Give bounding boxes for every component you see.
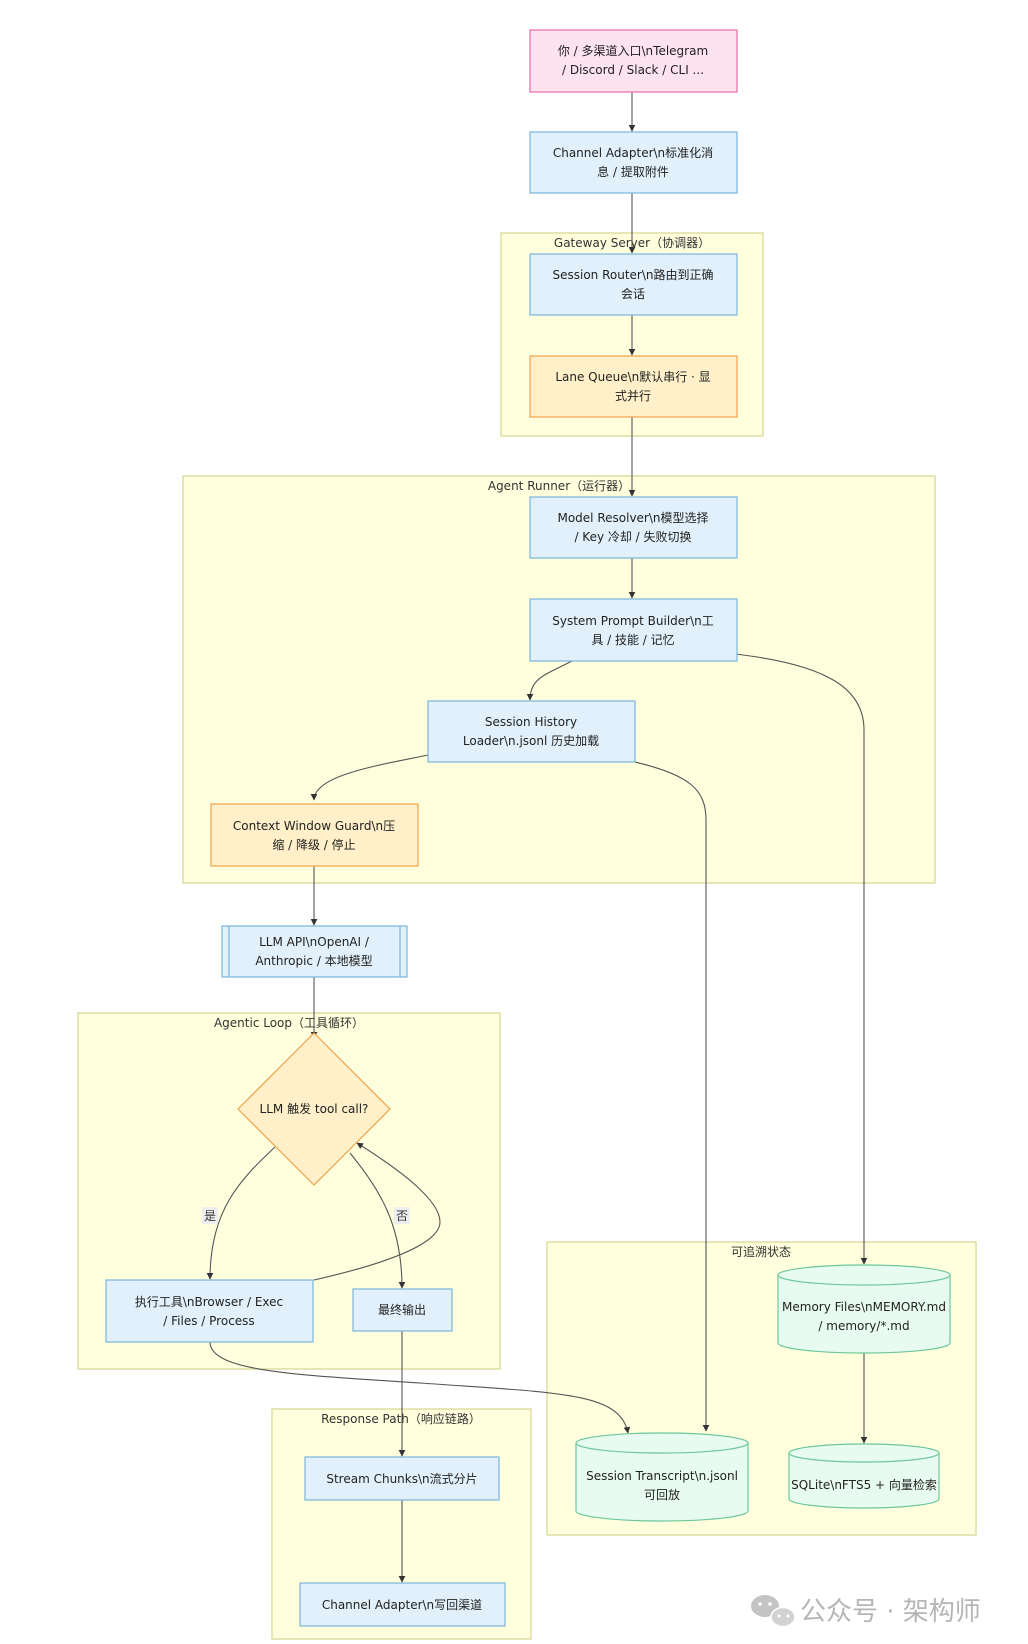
svg-text:SQLite\nFTS5 + 向量检索: SQLite\nFTS5 + 向量检索 — [791, 1477, 937, 1492]
svg-text:是: 是 — [204, 1209, 216, 1223]
group-label-traceable-state: 可追溯状态 — [731, 1244, 791, 1259]
watermark-text: 公众号 · 架构师 — [800, 1597, 981, 1627]
svg-text:System Prompt Builder\n工具 / 技能: System Prompt Builder\n工具 / 技能 / 记忆 — [552, 614, 714, 647]
wechat-icon — [751, 1595, 796, 1628]
edge-history-to-transcript — [634, 761, 710, 1432]
svg-text:你 / 多渠道入口\nTelegram/ Discord /: 你 / 多渠道入口\nTelegram/ Discord / Slack / C… — [558, 44, 708, 77]
node-you: 你 / 多渠道入口\nTelegram/ Discord / Slack / C… — [529, 29, 738, 93]
node-model-resolver: Model Resolver\n模型选择/ Key 冷却 / 失败切换 — [529, 496, 738, 559]
node-final-output: 最终输出 — [352, 1288, 453, 1332]
edge-prompt-to-history — [526, 660, 573, 701]
node-system-prompt-builder: System Prompt Builder\n工具 / 技能 / 记忆 — [529, 598, 738, 662]
group-label-response-path: Response Path（响应链路） — [321, 1411, 481, 1426]
node-stream-chunks: Stream Chunks\n流式分片 — [304, 1456, 500, 1501]
node-channel-adapter-in: Channel Adapter\n标准化消息 / 提取附件 — [529, 131, 738, 194]
svg-text:Channel Adapter\n标准化消息 / 提取附件: Channel Adapter\n标准化消息 / 提取附件 — [553, 146, 713, 179]
edge-exec-to-transcript — [209, 1341, 631, 1434]
node-context-window-guard: Context Window Guard\n压缩 / 降级 / 停止 — [210, 803, 419, 867]
edge-decision-to-exec — [206, 1146, 276, 1280]
node-session-router: Session Router\n路由到正确会话 — [529, 253, 738, 316]
node-lane-queue: Lane Queue\n默认串行 · 显式并行 — [529, 355, 738, 418]
svg-text:Stream Chunks\n流式分片: Stream Chunks\n流式分片 — [326, 1472, 477, 1486]
edge-decision-to-final — [349, 1152, 406, 1289]
svg-text:LLM API\nOpenAI /Anthropic / 本: LLM API\nOpenAI /Anthropic / 本地模型 — [255, 935, 372, 968]
edges — [206, 92, 868, 1583]
node-exec-tools: 执行工具\nBrowser / Exec/ Files / Process — [105, 1279, 314, 1343]
svg-text:Memory Files\nMEMORY.md/ memor: Memory Files\nMEMORY.md/ memory/*.md — [782, 1300, 946, 1333]
svg-text:Channel Adapter\n写回渠道: Channel Adapter\n写回渠道 — [322, 1598, 482, 1612]
watermark: 公众号 · 架构师 — [751, 1595, 981, 1628]
group-label-agent-runner: Agent Runner（运行器） — [488, 479, 630, 493]
svg-text:Session Router\n路由到正确会话: Session Router\n路由到正确会话 — [552, 267, 713, 301]
edge-prompt-to-memory — [734, 653, 868, 1265]
edge-label-no: 否 — [394, 1207, 410, 1224]
node-sqlite: SQLite\nFTS5 + 向量检索 — [788, 1443, 940, 1509]
group-label-agentic-loop: Agentic Loop（工具循环） — [214, 1016, 364, 1030]
svg-text:执行工具\nBrowser / Exec/ Files /: 执行工具\nBrowser / Exec/ Files / Process — [135, 1295, 283, 1328]
svg-text:Context Window Guard\n压缩 / 降级: Context Window Guard\n压缩 / 降级 / 停止 — [233, 819, 395, 852]
edge-label-yes: 是 — [202, 1207, 218, 1224]
svg-text:Lane Queue\n默认串行 · 显式并行: Lane Queue\n默认串行 · 显式并行 — [555, 369, 710, 403]
node-decision-tool-call: LLM 触发 tool call? — [237, 1032, 391, 1186]
node-llm-api: LLM API\nOpenAI /Anthropic / 本地模型 — [221, 925, 408, 978]
svg-text:Model Resolver\n模型选择/ Key 冷却 /: Model Resolver\n模型选择/ Key 冷却 / 失败切换 — [557, 511, 708, 544]
svg-text:最终输出: 最终输出 — [378, 1302, 426, 1317]
svg-text:LLM 触发 tool call?: LLM 触发 tool call? — [260, 1101, 369, 1116]
svg-text:否: 否 — [396, 1209, 408, 1223]
edge-exec-to-decision — [313, 1142, 441, 1281]
edge-history-to-guard — [310, 754, 429, 801]
node-channel-adapter-out: Channel Adapter\n写回渠道 — [299, 1582, 506, 1627]
node-memory-files: Memory Files\nMEMORY.md/ memory/*.md — [777, 1264, 951, 1354]
